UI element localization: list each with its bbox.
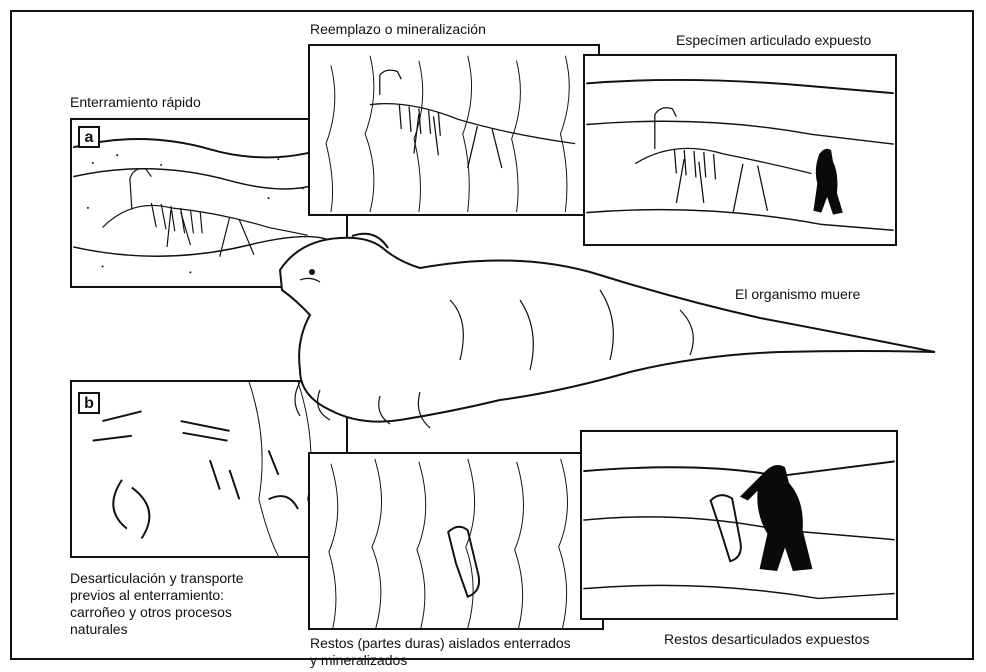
excavator-silhouette-2: [740, 465, 812, 571]
isolated-mineralized-illustration: [310, 454, 602, 628]
panel-replacement: [308, 44, 600, 216]
caption-replacement: Reemplazo o mineralización: [310, 21, 486, 38]
rapid-burial-illustration: [72, 120, 346, 286]
caption-disarticulation-line-4: naturales: [70, 621, 244, 638]
caption-disarticulated-exposed: Restos desarticulados expuestos: [664, 631, 869, 648]
caption-disarticulation-line-3: carroñeo y otros procesos: [70, 604, 244, 621]
disarticulation-illustration: [72, 382, 346, 556]
articulated-exposed-illustration: [585, 56, 895, 244]
caption-disarticulation: Desarticulación y transporte previos al …: [70, 570, 244, 638]
panel-articulated-exposed: [583, 54, 897, 246]
caption-disarticulation-line-2: previos al enterramiento:: [70, 587, 244, 604]
excavator-silhouette: [813, 149, 842, 215]
caption-isolated-line-2: y mineralizados: [310, 652, 571, 669]
replacement-illustration: [310, 46, 598, 214]
disarticulated-exposed-illustration: [582, 432, 896, 618]
panel-tag-a: a: [78, 126, 100, 148]
caption-organism-dies: El organismo muere: [735, 286, 860, 303]
panel-isolated-mineralized: [308, 452, 604, 630]
caption-rapid-burial: Enterramiento rápido: [70, 94, 201, 111]
panel-disarticulation: b: [70, 380, 348, 558]
panel-tag-b: b: [78, 392, 100, 414]
caption-isolated-line-1: Restos (partes duras) aislados enterrado…: [310, 635, 571, 652]
caption-disarticulation-line-1: Desarticulación y transporte: [70, 570, 244, 587]
panel-rapid-burial: a: [70, 118, 348, 288]
panel-disarticulated-exposed: [580, 430, 898, 620]
caption-articulated-exposed: Especímen articulado expuesto: [676, 32, 871, 49]
caption-isolated-mineralized: Restos (partes duras) aislados enterrado…: [310, 635, 571, 669]
